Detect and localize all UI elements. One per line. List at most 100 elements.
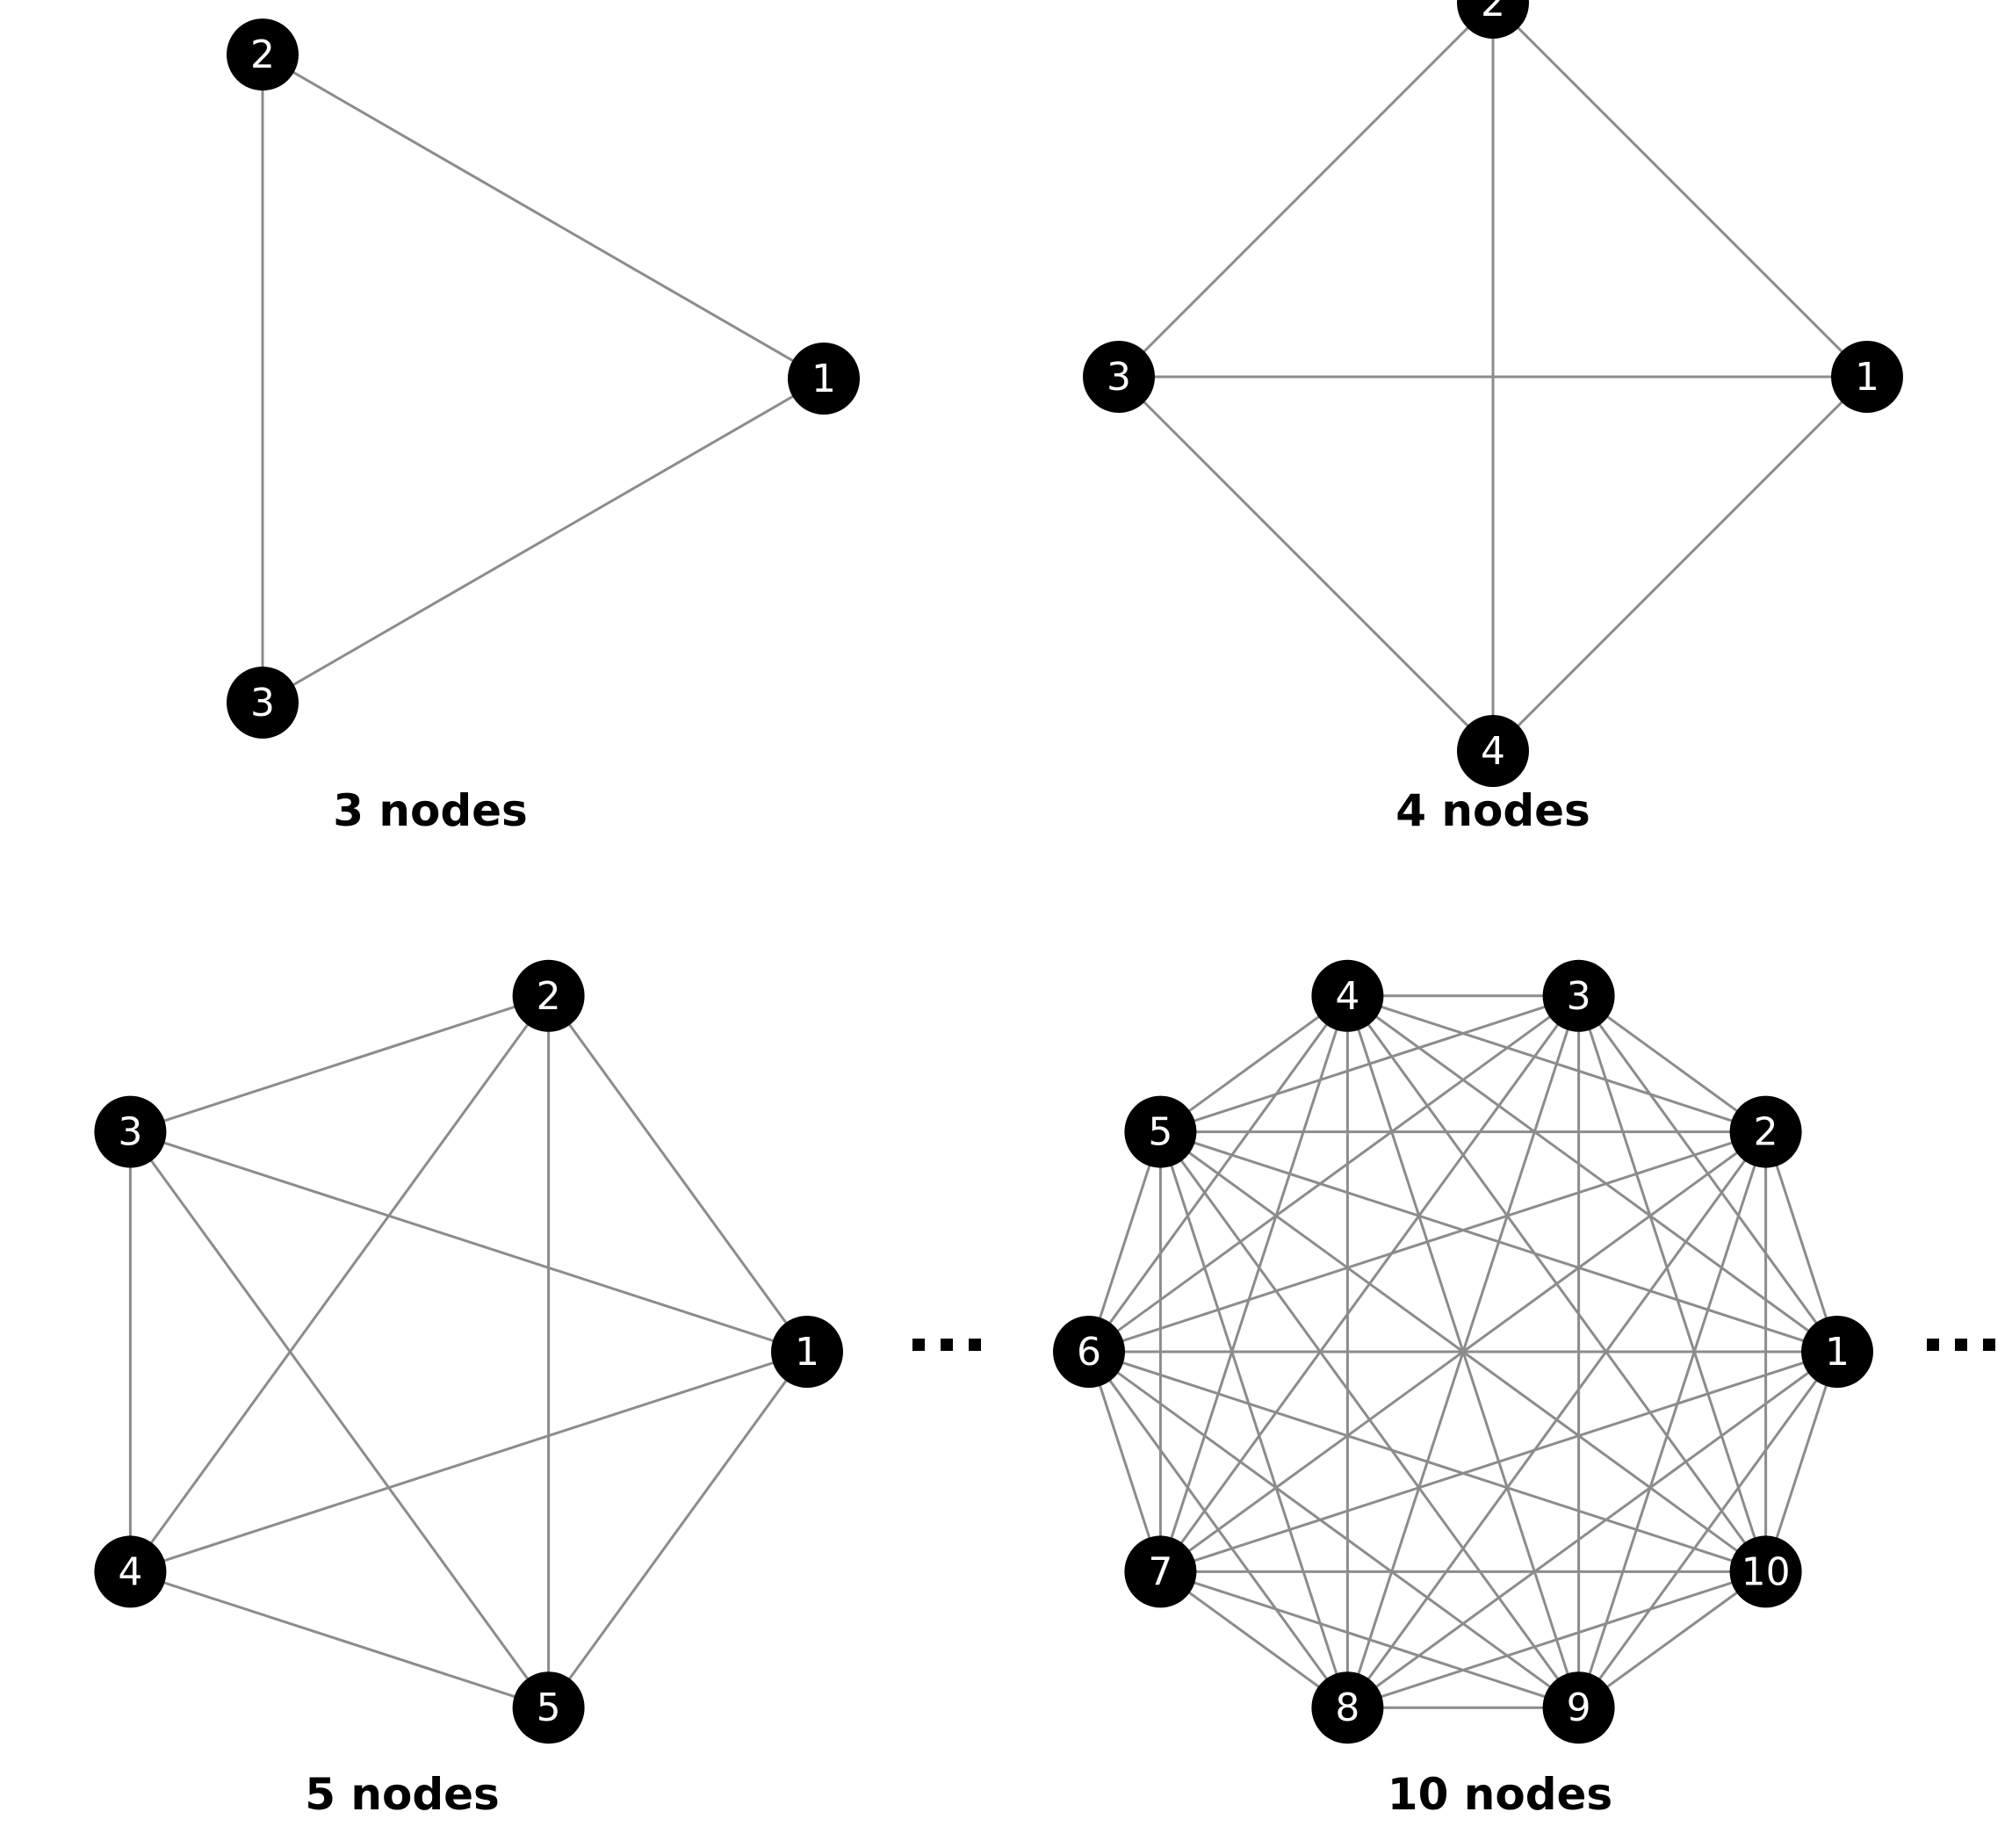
node-label: 8 <box>1335 1686 1359 1730</box>
node-label: 4 <box>1335 974 1359 1019</box>
caption-5-nodes: 5 nodes <box>305 1769 500 1820</box>
edge-3-6 <box>1088 994 1580 1354</box>
edge-4-5 <box>1159 994 1349 1133</box>
edge-1-5 <box>547 1351 809 1709</box>
edge-1-2 <box>262 53 825 380</box>
node-circle <box>1831 341 1903 413</box>
node-4: 4 <box>1311 959 1384 1032</box>
edge-2-3 <box>1117 1 1495 379</box>
node-3: 3 <box>94 1095 167 1168</box>
node-label: 1 <box>795 1330 819 1375</box>
edge-6-8 <box>1087 1351 1349 1709</box>
caption-4-nodes: 4 nodes <box>1395 785 1590 836</box>
node-label: 5 <box>1148 1110 1172 1155</box>
edge-8-10 <box>1346 1570 1767 1709</box>
node-2: 2 <box>227 18 299 91</box>
node-1: 1 <box>1831 341 1903 413</box>
node-label: 4 <box>118 1549 142 1594</box>
node-label: 3 <box>1567 974 1591 1019</box>
edge-3-5 <box>129 1130 550 1709</box>
edge-3-10 <box>1577 995 1768 1572</box>
edge-2-4 <box>129 994 550 1573</box>
edge-9-10 <box>1577 1570 1767 1709</box>
node-7: 7 <box>1124 1535 1197 1608</box>
node-10: 10 <box>1729 1535 1802 1608</box>
node-label: 6 <box>1077 1330 1101 1375</box>
node-circle <box>94 1535 167 1608</box>
node-circle <box>227 18 299 91</box>
node-2: 2 <box>512 959 585 1032</box>
node-label: 9 <box>1567 1686 1591 1730</box>
graph-panel-10-nodes: 1 2 3 4 5 6 7 8 9 10 10 nodes <box>1053 959 1873 1820</box>
node-1: 1 <box>788 343 860 415</box>
node-circle <box>1457 0 1529 39</box>
node-3: 3 <box>1083 341 1155 413</box>
caption-10-nodes: 10 nodes <box>1388 1769 1612 1820</box>
node-circle <box>771 1316 843 1388</box>
node-circle <box>1311 959 1384 1032</box>
node-circle <box>1053 1316 1125 1388</box>
ellipsis-after-10-nodes <box>1927 1339 1995 1351</box>
caption-3-nodes: 3 nodes <box>333 785 528 836</box>
node-1: 1 <box>771 1316 843 1388</box>
node-label: 4 <box>1481 729 1505 774</box>
graph-panel-5-nodes: 1 2 3 4 5 5 nodes <box>94 959 843 1820</box>
edge-7-9 <box>1159 1570 1580 1709</box>
node-3: 3 <box>227 666 299 739</box>
node-label: 3 <box>250 681 275 725</box>
node-circle <box>1729 1095 1802 1168</box>
node-circle <box>227 666 299 739</box>
node-circle <box>1083 341 1155 413</box>
node-circle <box>1124 1535 1197 1608</box>
node-3: 3 <box>1542 959 1615 1032</box>
node-8: 8 <box>1311 1671 1384 1744</box>
node-5: 5 <box>1124 1095 1197 1168</box>
node-6: 6 <box>1053 1316 1125 1388</box>
edge-4-10 <box>1346 994 1767 1573</box>
edge-1-4 <box>1491 375 1869 753</box>
edge-5-6 <box>1087 1131 1162 1353</box>
edge-4-7 <box>1158 995 1349 1572</box>
node-label: 5 <box>537 1686 561 1730</box>
node-label: 1 <box>811 357 836 401</box>
node-circle <box>512 1671 585 1744</box>
node-2: 2 <box>1729 1095 1802 1168</box>
node-label: 3 <box>118 1110 142 1155</box>
node-label: 1 <box>1855 355 1879 400</box>
node-5: 5 <box>512 1671 585 1744</box>
ellipsis-after-5-nodes <box>912 1339 981 1351</box>
node-4: 4 <box>94 1535 167 1608</box>
node-circle <box>788 343 860 415</box>
node-9: 9 <box>1542 1671 1615 1744</box>
edge-6-7 <box>1087 1351 1162 1572</box>
node-1: 1 <box>1801 1316 1873 1388</box>
node-label: 7 <box>1148 1549 1172 1594</box>
node-circle <box>512 959 585 1032</box>
graph-panel-4-nodes: 1 2 3 4 4 nodes <box>1083 0 1903 836</box>
node-label: 2 <box>537 974 561 1019</box>
edge-1-4 <box>129 1350 808 1573</box>
edge-1-2 <box>1764 1131 1839 1353</box>
edge-1-3 <box>129 1130 808 1354</box>
node-label: 2 <box>250 32 275 77</box>
node-circle <box>1542 959 1615 1032</box>
edge-2-3 <box>129 994 550 1134</box>
edge-6-9 <box>1088 1350 1580 1709</box>
node-label: 3 <box>1107 355 1131 400</box>
node-4: 4 <box>1457 715 1529 787</box>
edge-4-5 <box>129 1570 550 1709</box>
graph-panel-3-nodes: 1 2 3 3 nodes <box>227 18 860 836</box>
edge-2-9 <box>1577 1131 1768 1708</box>
node-circle <box>1801 1316 1873 1388</box>
node-circle <box>1124 1095 1197 1168</box>
edge-7-8 <box>1159 1570 1349 1709</box>
edge-3-4 <box>1117 375 1495 753</box>
edge-5-9 <box>1159 1130 1580 1709</box>
node-label: 10 <box>1742 1549 1791 1594</box>
node-circle <box>1311 1671 1384 1744</box>
node-label: 2 <box>1481 0 1505 25</box>
edge-5-10 <box>1159 1130 1767 1573</box>
node-circle <box>1457 715 1529 787</box>
edge-1-3 <box>262 377 825 704</box>
edge-1-4 <box>1346 994 1838 1354</box>
